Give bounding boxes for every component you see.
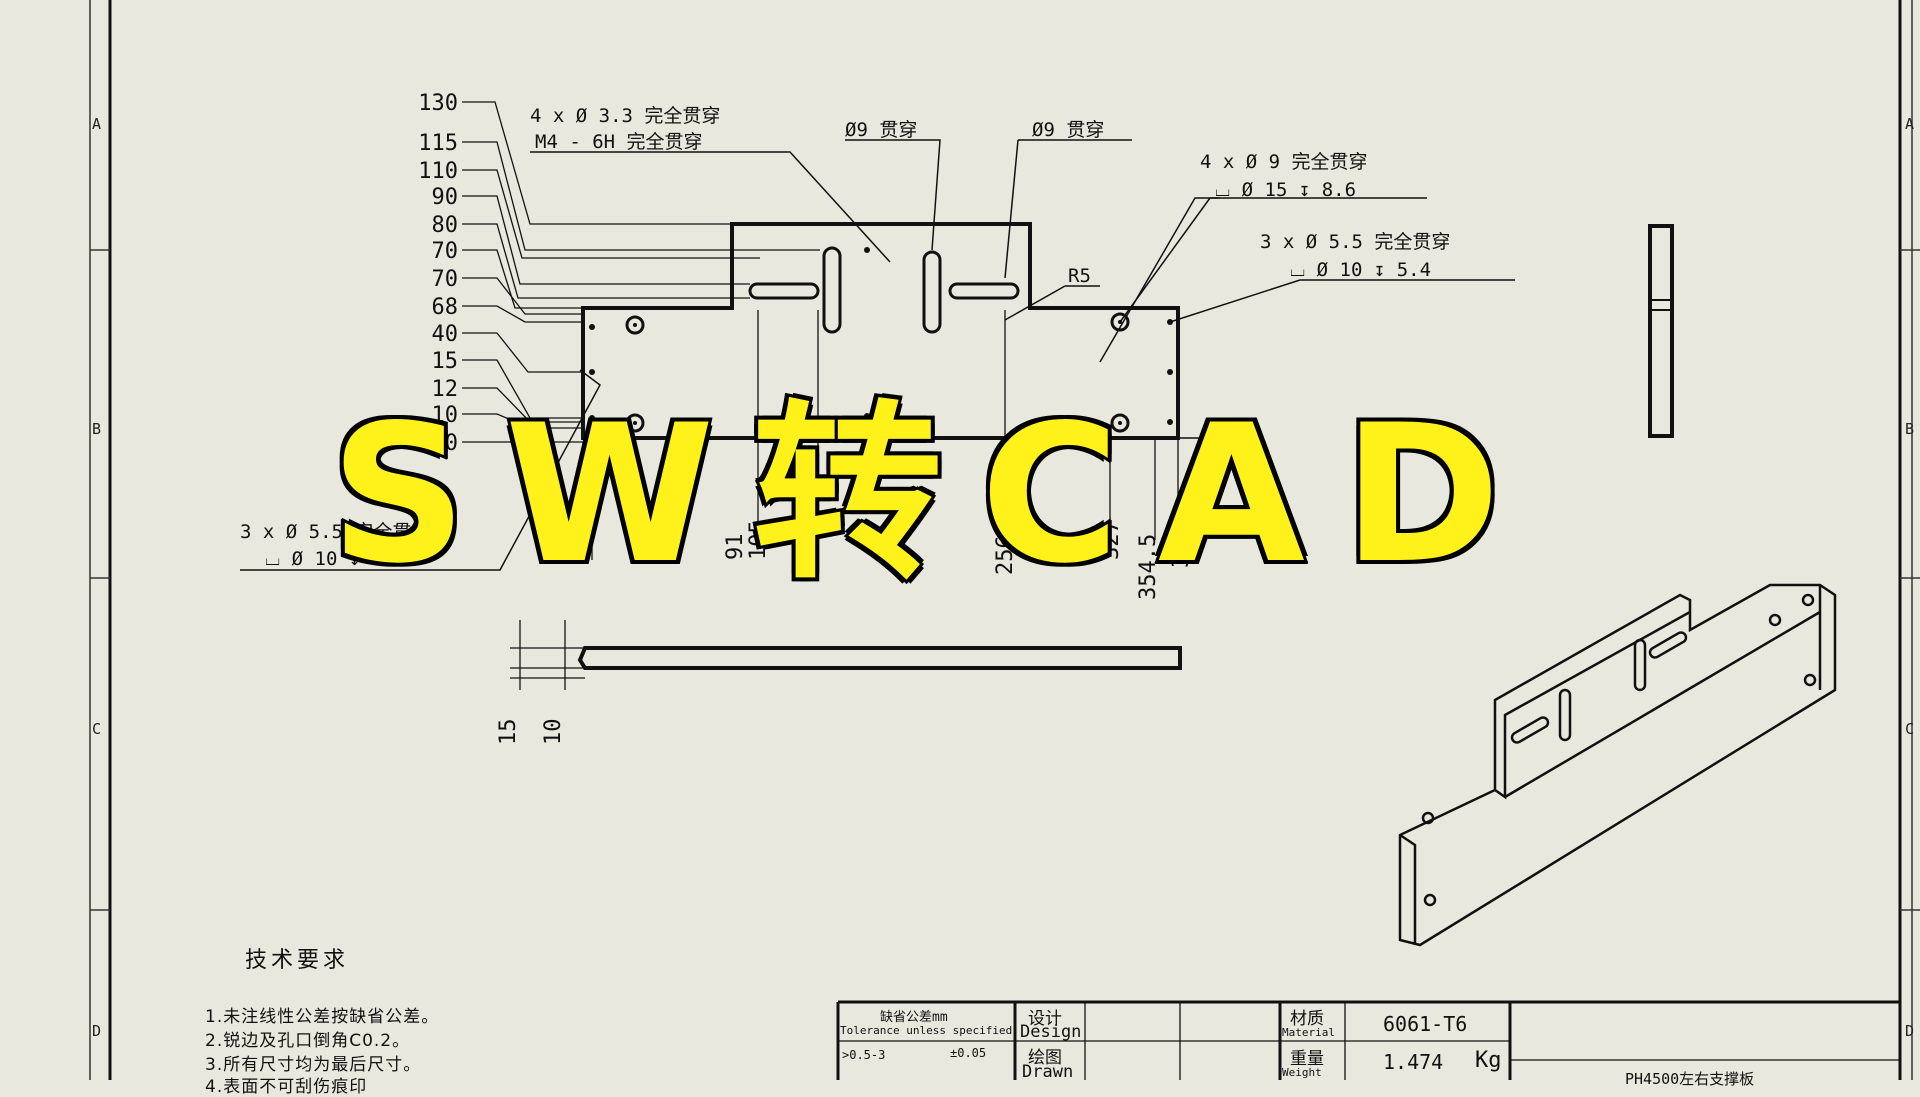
dim-label: 68 xyxy=(432,295,459,320)
dim-label: 327 xyxy=(1099,520,1124,560)
design-en: Design xyxy=(1020,1022,1082,1042)
overlay-title: SW转CAD xyxy=(327,384,1539,605)
callout-text: C2 xyxy=(1215,429,1238,451)
dim-label: 362 xyxy=(1169,528,1194,568)
slot-vertical-right xyxy=(922,250,942,334)
tolerance-row: >0.5-3 xyxy=(842,1048,886,1062)
material-label: 材质 xyxy=(1290,1009,1324,1029)
zone-label: C xyxy=(92,720,102,738)
note-item: 2.锐边及孔口倒角C0.2。 xyxy=(205,1031,411,1051)
dim-label: 0 xyxy=(445,431,458,456)
weight-en: Weight xyxy=(1282,1066,1322,1079)
callout-text: R5 xyxy=(1068,265,1091,287)
callout-text: 4 x Ø 3.3 完全贯穿 xyxy=(530,105,720,127)
dim-label: 10 xyxy=(541,719,566,746)
dim-label: 70 xyxy=(432,267,459,292)
zone-label: B xyxy=(92,420,102,438)
dim-label: 90 xyxy=(432,185,459,210)
plate-side-view xyxy=(577,646,1182,670)
note-item: 3.所有尺寸均为最后尺寸。 xyxy=(205,1055,422,1075)
drawn-en: Drawn xyxy=(1022,1062,1074,1082)
dim-label: 105 xyxy=(746,520,771,560)
plate-front-outline xyxy=(581,222,1180,440)
dim-label: 12 xyxy=(432,377,459,402)
callout-texts: 4 x Ø 3.3 完全贯穿 M4 - 6H 完全贯穿 Ø9 贯穿 Ø9 贯穿 … xyxy=(240,105,1450,570)
tolerance-value: ±0.05 xyxy=(950,1046,987,1060)
part-name: PH4500左右支撑板 xyxy=(1625,1070,1755,1088)
callout-text: ⌴ Ø 10 ↧ 5.4 xyxy=(1290,259,1431,281)
dim-label: 70 xyxy=(432,239,459,264)
slot-vertical-left xyxy=(822,246,842,334)
zone-label: A xyxy=(92,115,102,133)
dim-label: 15 xyxy=(496,719,521,746)
dim-label: 115 xyxy=(418,131,458,156)
hole-counterbore xyxy=(625,315,645,335)
dim-label: 15 xyxy=(432,349,459,374)
note-item: 1.未注线性公差按缺省公差。 xyxy=(205,1007,440,1027)
ordinate-x-labels: 91 105 256 327 354.5 362 15 10 xyxy=(496,520,1194,745)
zone-label: B xyxy=(1905,420,1915,438)
dim-label: 40 xyxy=(432,322,459,347)
dim-label: 10 xyxy=(432,403,459,428)
callout-text: 3 x Ø 5.5 完全贯穿 xyxy=(240,521,430,543)
hole-counterbore xyxy=(1110,312,1130,332)
callout-text: ⌴ Ø 15 ↧ 8.6 xyxy=(1215,179,1356,201)
slot-horizontal-left xyxy=(748,282,820,300)
hole-counterbore xyxy=(1110,413,1130,433)
dim-label: 91 xyxy=(723,534,748,561)
dim-label: 110 xyxy=(418,159,458,184)
dim-label: 354.5 xyxy=(1136,534,1161,600)
callout-text: 3 x Ø 5.5 完全贯穿 xyxy=(1260,231,1450,253)
slot-horizontal-right xyxy=(948,282,1020,300)
design-label: 设计 xyxy=(1028,1009,1062,1029)
weight-value: 1.474 xyxy=(1383,1050,1444,1074)
weight-label: 重量 xyxy=(1290,1049,1324,1069)
zone-label: D xyxy=(1905,1022,1915,1040)
zone-label: D xyxy=(92,1022,102,1040)
callout-text: 4 x Ø 9 完全贯穿 xyxy=(1200,151,1368,173)
dim-label: 130 xyxy=(418,91,458,116)
weight-unit: Kg xyxy=(1475,1048,1502,1073)
note-item: 4.表面不可刮伤痕印 xyxy=(205,1077,368,1097)
dim-label: 80 xyxy=(432,213,459,238)
hole-counterbore xyxy=(625,413,645,433)
callout-text: Ø9 贯穿 xyxy=(1032,119,1104,141)
dim-label: 256 xyxy=(993,535,1018,575)
plate-end-view xyxy=(1648,224,1674,438)
callout-text: M4 - 6H 完全贯穿 xyxy=(535,131,703,153)
isometric-view xyxy=(1398,583,1837,947)
callout-text: ⌴ Ø 10 ↧ 5.4 xyxy=(265,548,406,570)
tolerance-header: 缺省公差mm xyxy=(880,1010,948,1025)
notes-title: 技术要求 xyxy=(245,948,350,973)
zone-label: A xyxy=(1905,115,1915,133)
material-value: 6061-T6 xyxy=(1383,1012,1468,1036)
material-en: Material xyxy=(1282,1026,1335,1039)
callout-text: Ø9 贯穿 xyxy=(845,119,917,141)
ordinate-y-labels: 130 115 110 90 80 70 70 68 40 15 12 10 0 xyxy=(418,91,458,456)
drawn-label: 绘图 xyxy=(1028,1048,1062,1068)
zone-label: C xyxy=(1905,720,1915,738)
tolerance-sub: Tolerance unless specified xyxy=(840,1024,1013,1037)
